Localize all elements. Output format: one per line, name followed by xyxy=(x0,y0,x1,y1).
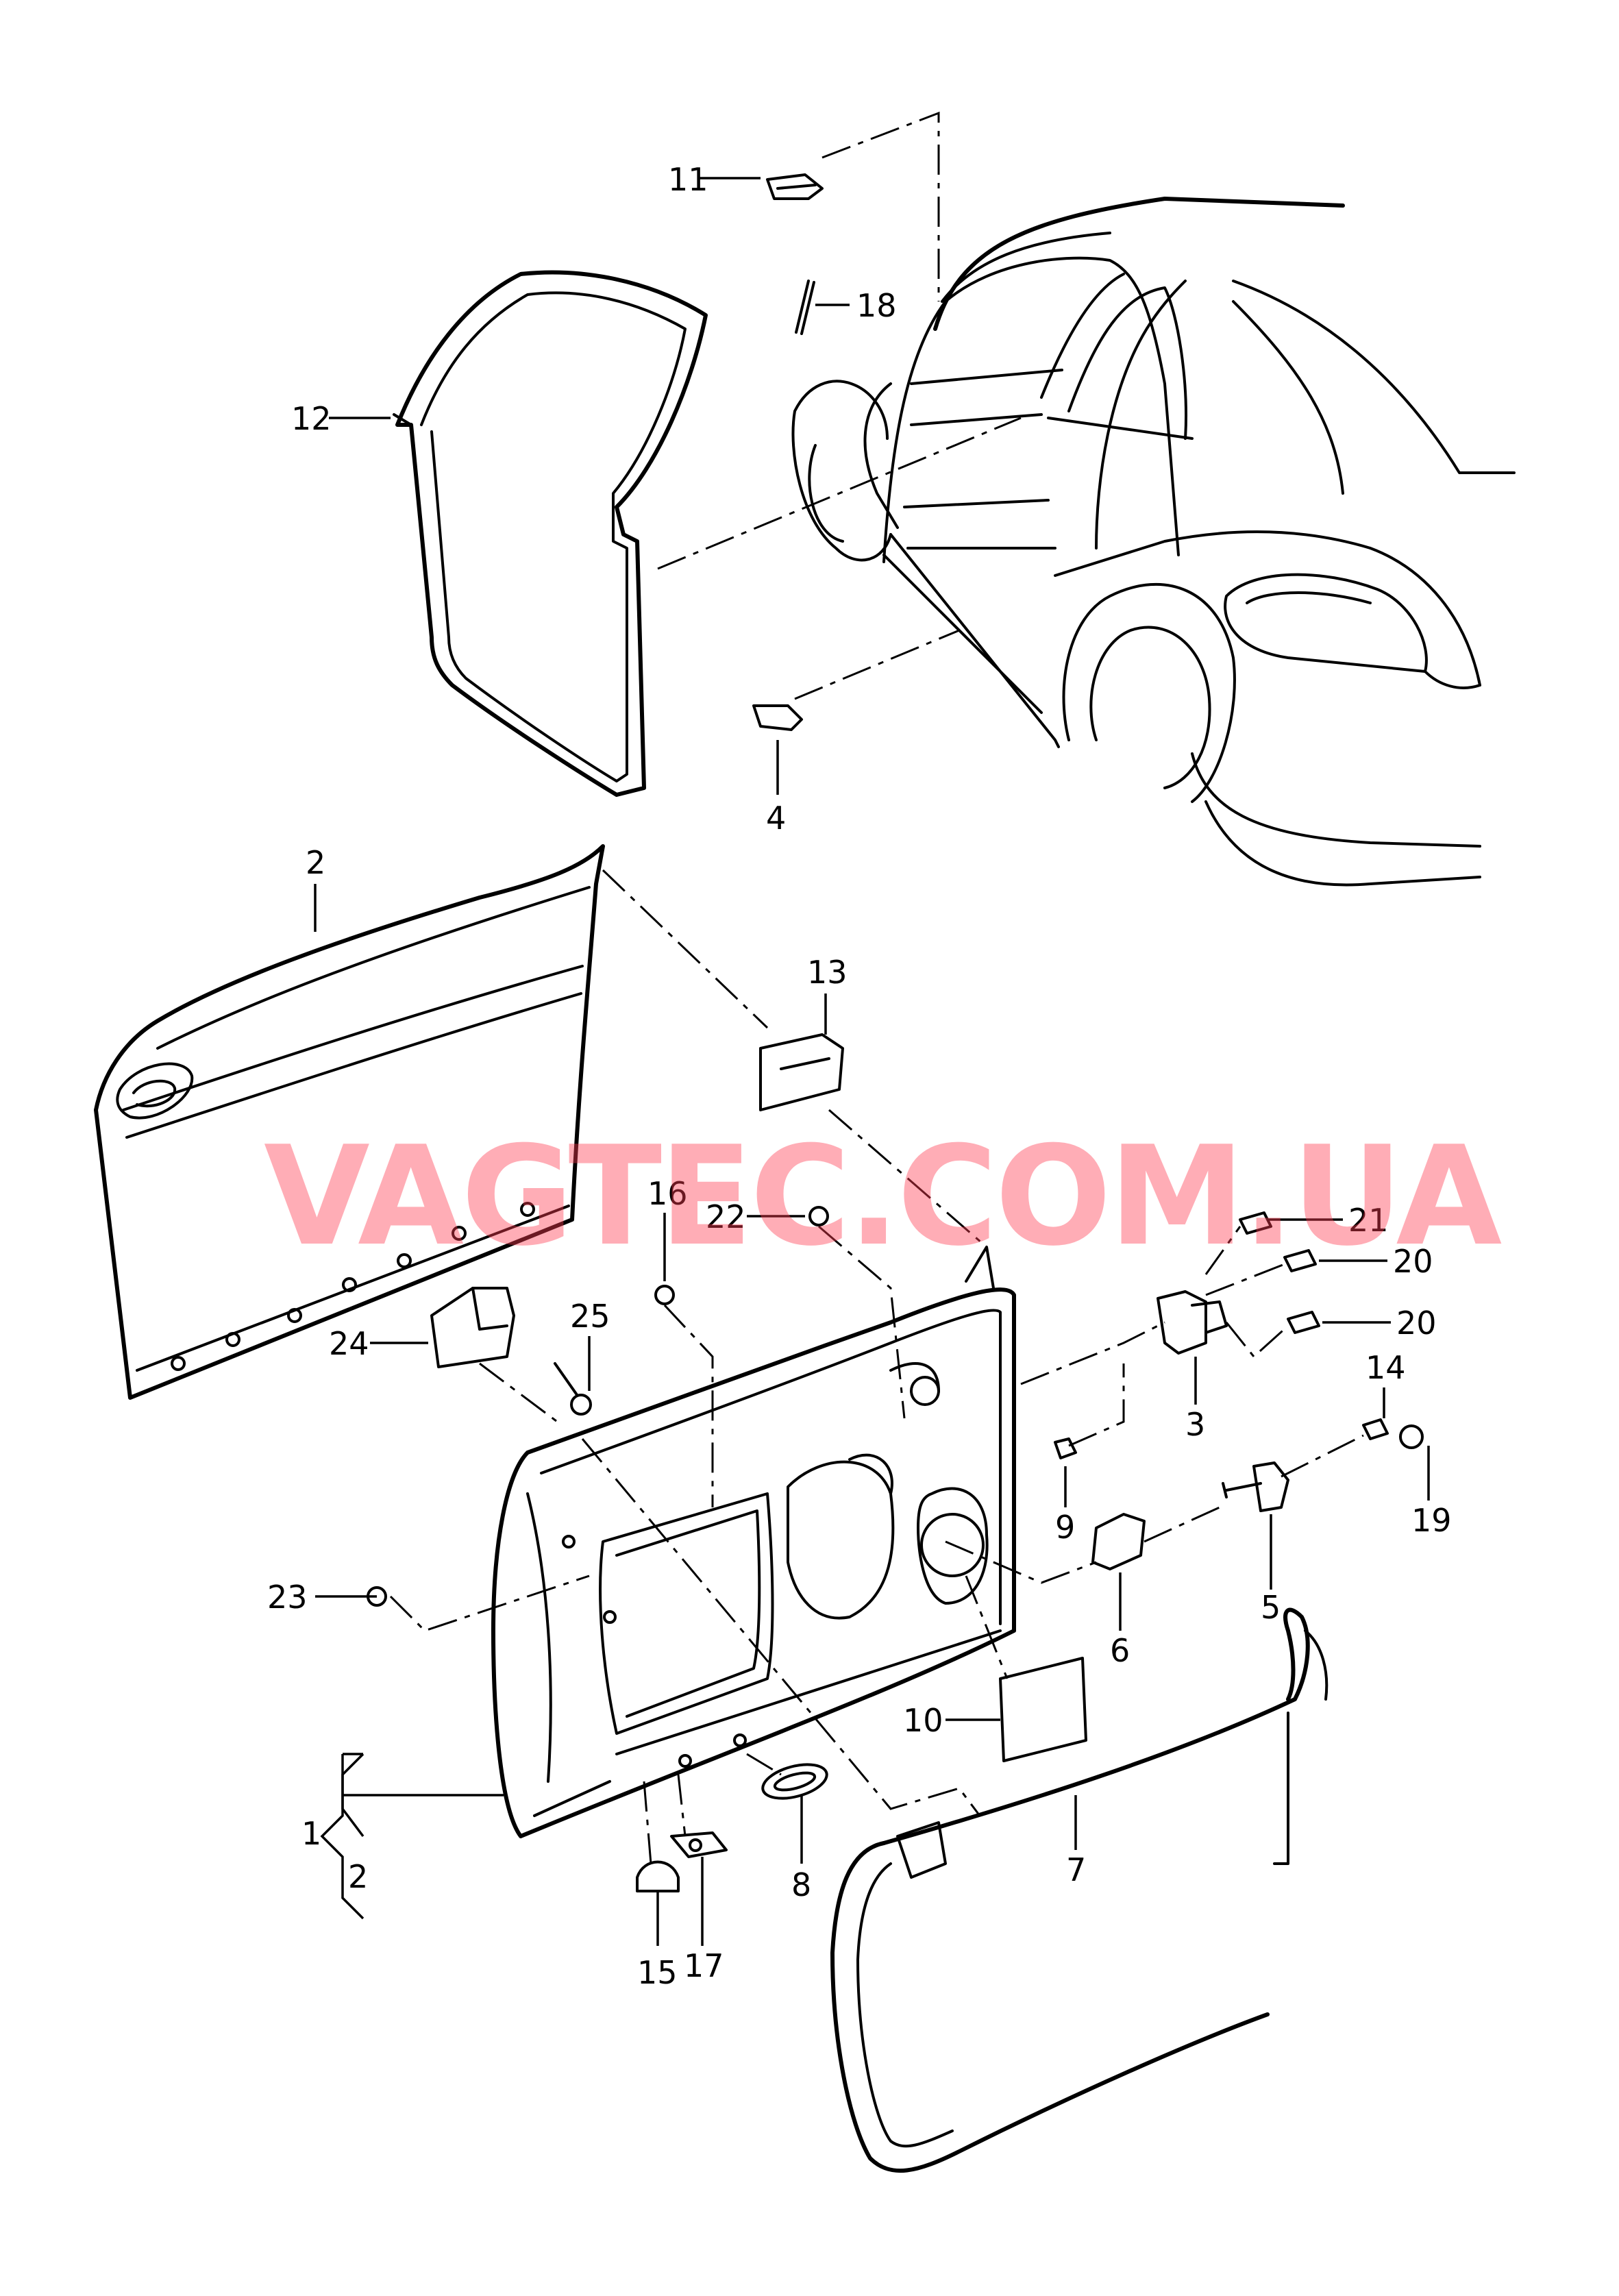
callout-7: 7 xyxy=(1066,1851,1086,1888)
watermark-text: VAGTEC.COM.UA xyxy=(264,1117,1501,1276)
callout-25: 25 xyxy=(570,1298,610,1335)
bracket-part-13 xyxy=(759,1033,844,1111)
callout-5: 5 xyxy=(1261,1589,1281,1626)
callout-13: 13 xyxy=(807,954,848,991)
callout-2: 2 xyxy=(306,844,325,881)
pin-part-18 xyxy=(795,280,815,335)
pad-part-17 xyxy=(670,1831,728,1858)
hinge-part-3 xyxy=(1157,1290,1228,1355)
callout-21: 21 xyxy=(1348,1202,1389,1239)
callout-10: 10 xyxy=(903,1702,943,1739)
callout-16: 16 xyxy=(647,1175,688,1212)
callout-24: 24 xyxy=(329,1325,369,1362)
callout-15: 15 xyxy=(637,1954,678,1991)
callout-23: 23 xyxy=(267,1579,308,1616)
plug-part-4 xyxy=(752,704,803,731)
window-seal-7 xyxy=(830,1607,1328,2173)
callout-20-upper: 20 xyxy=(1393,1243,1433,1280)
callout-1-sub-2: 2 xyxy=(348,1858,368,1895)
callout-14: 14 xyxy=(1365,1349,1406,1386)
callout-numbers: 11 18 12 4 2 13 16 22 21 20 20 25 24 14 … xyxy=(267,161,1452,1991)
callout-1: 1 xyxy=(301,1815,321,1852)
grommet-part-22 xyxy=(808,1206,829,1226)
grommet-part-16 xyxy=(654,1285,675,1305)
bolt-part-21 xyxy=(1239,1211,1272,1235)
callout-6: 6 xyxy=(1110,1632,1130,1669)
cover-foil-part-10 xyxy=(999,1657,1087,1762)
callout-4: 4 xyxy=(766,800,786,837)
callout-19: 19 xyxy=(1411,1502,1452,1539)
screw-part-25 xyxy=(554,1362,592,1416)
callout-9: 9 xyxy=(1055,1509,1075,1546)
car-body-outline xyxy=(791,197,1516,887)
callout-22: 22 xyxy=(706,1198,746,1235)
door-inner-shell xyxy=(491,1246,1016,1838)
callout-12: 12 xyxy=(291,400,332,437)
buffer-part-6 xyxy=(1091,1513,1146,1570)
callout-8: 8 xyxy=(791,1866,811,1903)
cap-part-15 xyxy=(636,1860,680,1892)
clip-part-11 xyxy=(766,173,824,200)
bolt-part-14 xyxy=(1362,1418,1389,1440)
bracket-part-24 xyxy=(430,1287,515,1368)
plug-part-9 xyxy=(1054,1437,1077,1459)
leader-lines xyxy=(314,177,1430,1946)
callout-11: 11 xyxy=(668,161,708,198)
bolt-part-20-lower xyxy=(1287,1311,1320,1334)
bolt-part-20-upper xyxy=(1283,1249,1317,1272)
door-outer-skin xyxy=(94,844,605,1400)
door-seal-upper xyxy=(393,270,708,797)
callout-18: 18 xyxy=(856,287,897,324)
callout-3: 3 xyxy=(1185,1406,1205,1443)
bolt-part-19 xyxy=(1399,1424,1424,1449)
oval-plug-part-8 xyxy=(761,1763,828,1800)
callout-17: 17 xyxy=(684,1947,724,1984)
assembly-lines xyxy=(389,111,1364,1864)
door-check-part-5 xyxy=(1222,1461,1289,1512)
callout-20-lower: 20 xyxy=(1396,1305,1437,1342)
